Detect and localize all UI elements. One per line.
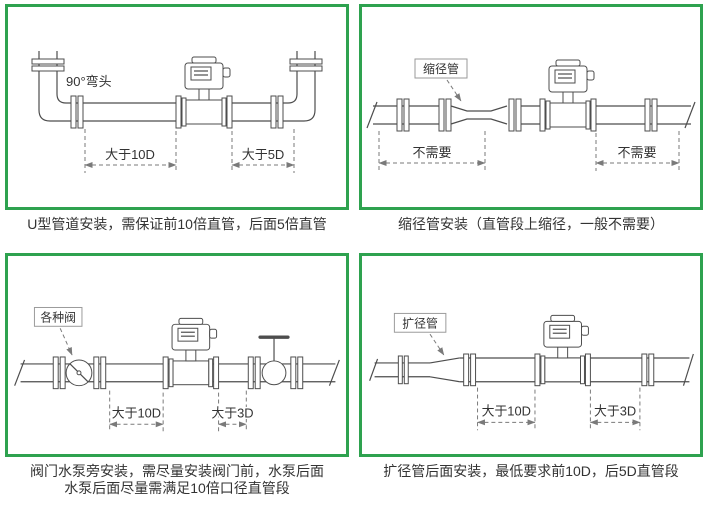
reducer-label: 缩径管 — [423, 61, 459, 76]
valve-caption: 阀门水泵旁安装，需尽量安装阀门前，水泵后面 水泵后面尽量需满足10倍口径直管段 — [5, 463, 349, 497]
reducer-caption: 缩径管安装（直管段上缩径，一般不需要） — [398, 216, 664, 232]
elbow-label: 90°弯头 — [66, 74, 112, 89]
panel-valve: 各种阀 大于10D 大于3D 阀门水泵旁安装，需尽量安装阀门前，水泵后 — [5, 253, 349, 502]
expander-diagram: 扩径管 大于10D 大于3D — [369, 312, 694, 431]
dimension-right: 大于5D — [231, 129, 295, 173]
dim-right-label: 大于3D — [594, 403, 636, 418]
panel-u-pipe: 90°弯头 大于10D 大于5D U型管道安装，需保证前10倍直管，后面5倍直管 — [5, 4, 349, 253]
dim-right-label: 大于5D — [242, 147, 285, 162]
part-label: 扩径管 — [393, 312, 447, 356]
reducer-diagram: 缩径管 不需要 不需要 — [366, 58, 696, 171]
valve-diagram: 各种阀 大于10D 大于3D — [14, 306, 340, 433]
valve-frame: 各种阀 大于10D 大于3D — [5, 253, 349, 457]
flanges — [396, 98, 658, 132]
reducer-frame: 缩径管 不需要 不需要 — [359, 4, 703, 210]
valve-caption-line1: 阀门水泵旁安装，需尽量安装阀门前，水泵后面 — [30, 463, 324, 479]
panel-reducer: 缩径管 不需要 不需要 缩径管安装（直管段上缩径，一般不需要） — [359, 4, 703, 253]
expander-caption: 扩径管后面安装，最低要求前10D，后5D直管段 — [383, 463, 679, 479]
u-pipe-frame: 90°弯头 大于10D 大于5D — [5, 4, 349, 210]
dimension-right: 大于3D — [210, 390, 255, 433]
dimension-left: 大于10D — [477, 387, 536, 431]
dimension-right: 不需要 — [595, 131, 680, 171]
flanges — [397, 353, 655, 387]
valve-label: 各种阀 — [40, 310, 76, 324]
panel-expander: 扩径管 大于10D 大于3D 扩径管后面安装，最低要求前10D，后5D直管段 — [359, 253, 703, 502]
dim-right-label: 不需要 — [617, 145, 656, 160]
expander-label: 扩径管 — [402, 316, 438, 330]
dim-left-label: 大于10D — [112, 405, 161, 420]
butterfly-valve — [52, 356, 107, 390]
dimension-left: 大于10D — [84, 129, 177, 173]
valve-caption-line2: 水泵后面尽量需满足10倍口径直管段 — [64, 480, 290, 496]
dimension-left: 不需要 — [378, 131, 486, 171]
u-pipe-diagram: 90°弯头 大于10D 大于5D — [31, 51, 323, 173]
dim-right-label: 大于3D — [211, 405, 253, 420]
flanges — [31, 58, 323, 129]
expander-frame: 扩径管 大于10D 大于3D — [359, 253, 703, 457]
dim-left-label: 不需要 — [412, 145, 451, 160]
u-pipe-caption: U型管道安装，需保证前10倍直管，后面5倍直管 — [27, 216, 327, 232]
part-label: 各种阀 — [33, 306, 83, 356]
part-label: 缩径管 — [414, 58, 468, 102]
dim-left-label: 大于10D — [105, 147, 155, 162]
gate-valve — [247, 335, 304, 390]
dimension-left: 大于10D — [109, 390, 164, 433]
dim-left-label: 大于10D — [482, 403, 531, 418]
